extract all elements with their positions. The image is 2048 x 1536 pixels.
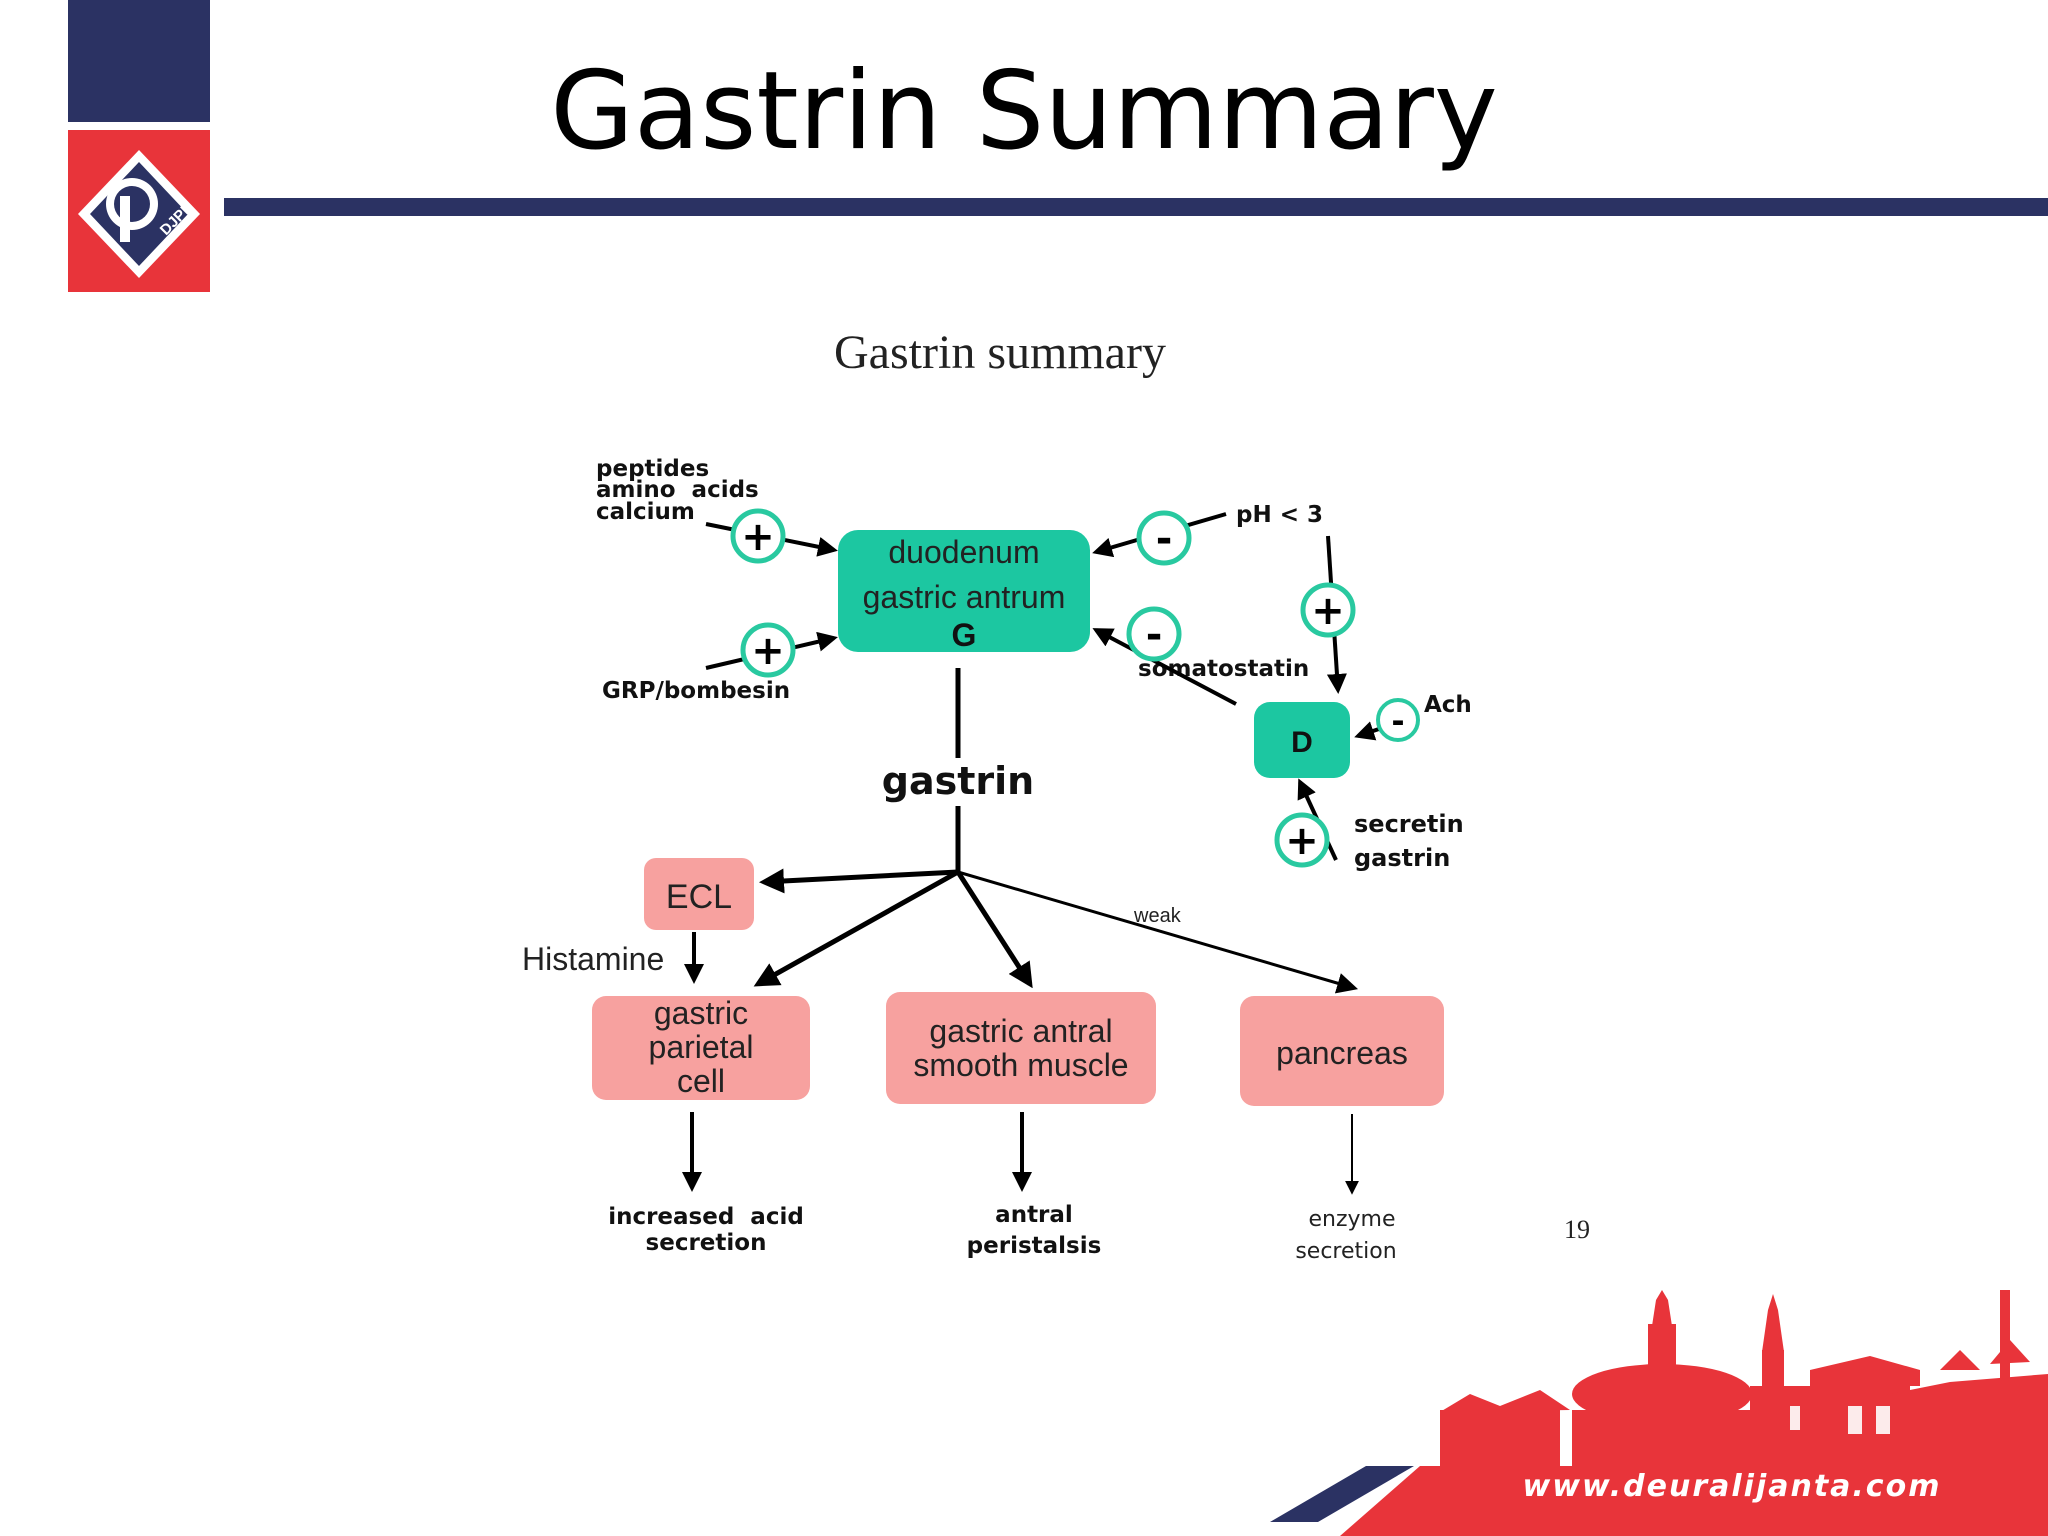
d-stimulant-secretin: secretin [1354,810,1464,838]
svg-text:+: + [1285,818,1319,864]
effect-peristalsis-line-1: antral [995,1202,1073,1228]
minus-sign-somatostatin: - [1126,606,1182,662]
svg-text:-: - [1156,516,1173,562]
minus-sign-ph: - [1136,510,1192,566]
arrow-gastrin-to-ecl [759,868,959,894]
svg-text:+: + [751,628,785,674]
effect-enzyme-line-1: enzyme [1308,1207,1395,1232]
smooth-muscle-line-1: gastric antral [929,1013,1112,1049]
plus-sign-grp: + [740,622,796,678]
svg-text:+: + [741,514,775,560]
ph-label: pH < 3 [1236,502,1323,528]
histamine-label: Histamine [522,941,664,977]
parietal-line-3: cell [677,1063,725,1099]
slide-title: Gastrin Summary [550,49,1498,174]
d-stimulant-gastrin: gastrin [1354,844,1450,872]
grp-bombesin-label: GRP/bombesin [602,678,790,704]
svg-text:-: - [1146,612,1163,658]
arrow-somatostatin-to-g [1092,628,1237,706]
page-number: 19 [1564,1215,1590,1244]
smooth-muscle-box [886,992,1156,1104]
diagram-title: Gastrin summary [834,326,1166,379]
minus-sign-ach: - [1376,698,1420,742]
pancreas-box [1240,996,1444,1106]
plus-sign-ph-to-d: + [1300,582,1356,638]
weak-label: weak [1133,905,1182,927]
effect-enzyme-line-2: secretion [1295,1239,1396,1264]
g-cell-box [838,530,1090,652]
footer-url: www.deuralijanta.com [1523,1469,1942,1504]
arrow-gastrin-to-pancreas [957,870,1359,994]
ecl-label: ECL [666,878,732,916]
ecl-box [644,858,754,930]
effect-peristalsis-line-2: peristalsis [967,1233,1102,1259]
d-cell-box [1254,702,1350,778]
arrow-gastrin-to-smooth-muscle [955,870,1033,989]
svg-text:+: + [1311,588,1345,634]
stimulant-peptides: peptides [596,456,709,482]
plus-sign-secretin: + [1274,812,1330,868]
title-divider [224,198,2048,216]
company-logo: DJPL [68,0,210,292]
somatostatin-label: somatostatin [1138,656,1309,682]
stimulant-amino-acids: amino acids [596,477,759,503]
stimulant-calcium: calcium [596,499,695,525]
footer-skyline-banner: www.deuralijanta.com [1270,1290,2048,1536]
effect-acid-line-1: increased acid [608,1204,804,1230]
arrow-gastrin-to-parietal [753,869,960,987]
ach-label: Ach [1424,692,1472,718]
skyline-silhouette [1440,1290,2048,1470]
parietal-line-2: parietal [649,1029,754,1065]
parietal-cell-box [592,996,810,1100]
g-cell-line-antrum: gastric antrum [863,579,1066,615]
plus-sign-stimulants: + [730,508,786,564]
svg-text:-: - [1391,702,1404,740]
smooth-muscle-line-2: smooth muscle [913,1047,1128,1083]
gastrin-label: gastrin [882,759,1034,803]
pancreas-label: pancreas [1276,1035,1408,1071]
d-cell-letter: D [1291,726,1313,759]
parietal-line-1: gastric [654,995,748,1031]
g-cell-line-duodenum: duodenum [888,534,1039,570]
g-cell-letter: G [952,617,977,653]
effect-acid-line-2: secretion [646,1230,767,1256]
